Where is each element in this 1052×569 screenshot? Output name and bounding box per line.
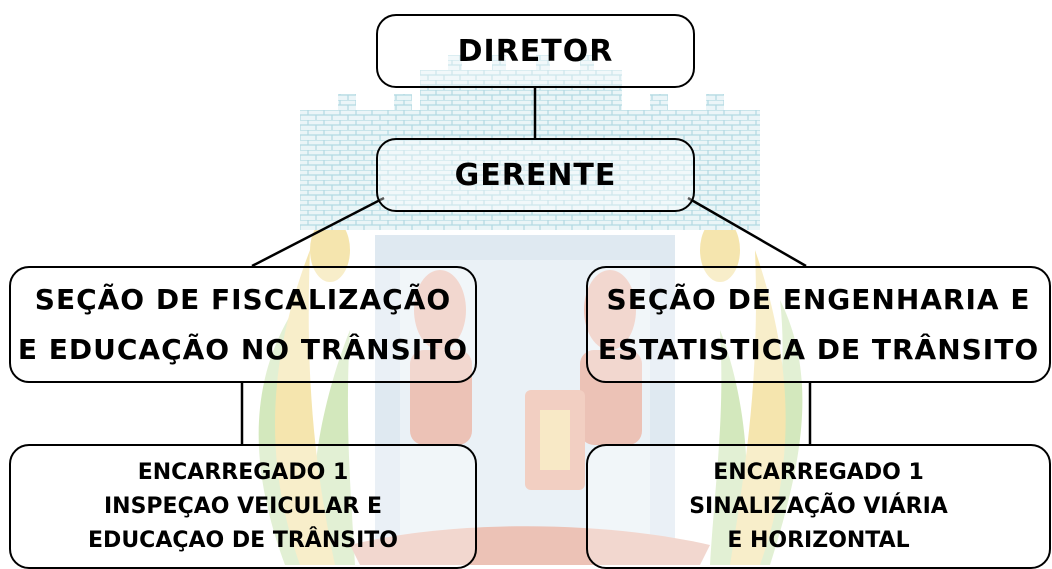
node-gerente: GERENTE bbox=[376, 138, 695, 212]
node-secao-fiscalizacao: SEÇÃO DE FISCALIZAÇÃO E EDUCAÇÃO NO TRÂN… bbox=[9, 266, 477, 383]
node-encarregado-engenharia-label: ENCARREGADO 1 SINALIZAÇÃO VIÁRIA E HORIZ… bbox=[689, 459, 948, 553]
connector-gerente-engenharia bbox=[687, 196, 807, 268]
node-gerente-label: GERENTE bbox=[454, 157, 617, 193]
node-diretor-label: DIRETOR bbox=[457, 33, 614, 69]
node-secao-engenharia-label: SEÇÃO DE ENGENHARIA E ESTATISTICA DE TRÂ… bbox=[597, 282, 1040, 366]
node-encarregado-fiscalizacao-label: ENCARREGADO 1 INSPEÇAO VEICULAR E EDUCAÇ… bbox=[88, 459, 398, 553]
node-secao-engenharia: SEÇÃO DE ENGENHARIA E ESTATISTICA DE TRÂ… bbox=[586, 266, 1051, 383]
node-encarregado-fiscalizacao: ENCARREGADO 1 INSPEÇAO VEICULAR E EDUCAÇ… bbox=[9, 444, 477, 569]
node-secao-fiscalizacao-label: SEÇÃO DE FISCALIZAÇÃO E EDUCAÇÃO NO TRÂN… bbox=[17, 282, 469, 366]
connector-gerente-fiscalizacao bbox=[251, 196, 385, 268]
node-diretor: DIRETOR bbox=[376, 14, 695, 88]
node-encarregado-engenharia: ENCARREGADO 1 SINALIZAÇÃO VIÁRIA E HORIZ… bbox=[586, 444, 1051, 569]
